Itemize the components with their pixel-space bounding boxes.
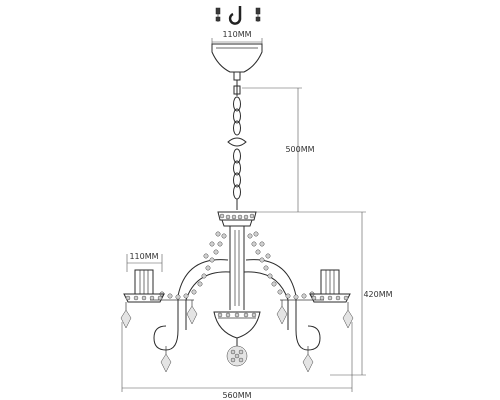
canopy-width-dimension: 110MM <box>211 30 263 44</box>
left-arm <box>150 259 231 351</box>
left-garland <box>159 231 227 300</box>
body-height-dimension: 420MM <box>330 212 393 376</box>
chain <box>227 80 247 210</box>
right-arm <box>243 259 324 351</box>
body-height-label: 420MM <box>363 290 392 299</box>
chain-length-label: 500MM <box>285 145 314 154</box>
chain-length-dimension: 500MM <box>242 87 366 213</box>
right-garland <box>247 231 315 300</box>
left-candle <box>123 269 165 303</box>
canopy-width-label: 110MM <box>222 30 251 39</box>
central-body <box>213 211 261 346</box>
total-width-dimension: 560MM <box>121 322 353 400</box>
total-width-label: 560MM <box>222 391 251 400</box>
center-crystal-ball <box>226 345 248 367</box>
right-candle <box>309 269 351 303</box>
ceiling-hook-icon <box>215 6 261 25</box>
candle-width-label: 110MM <box>129 252 158 261</box>
canopy <box>211 43 263 81</box>
hanging-crystals <box>120 300 354 373</box>
candle-width-dimension: 110MM <box>126 252 163 272</box>
